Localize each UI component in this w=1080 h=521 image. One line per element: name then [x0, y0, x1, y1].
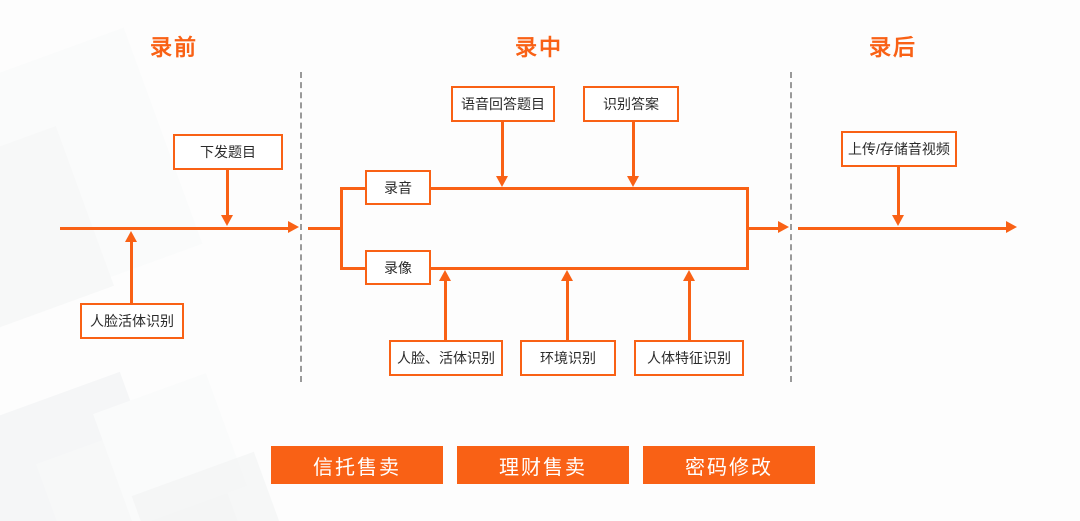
scenario-button-wealth-sales[interactable]: 理财售卖	[457, 446, 629, 484]
stage-title-before: 录前	[150, 35, 199, 60]
stage-divider-right	[790, 72, 792, 382]
branch-entry-line	[308, 227, 343, 230]
arrow-upload-store	[892, 215, 904, 226]
bg-shape-1	[0, 27, 203, 323]
node-recognize-answer[interactable]: 识别答案	[583, 86, 679, 122]
node-issue-questions[interactable]: 下发题目	[173, 134, 283, 170]
connector-face-liveness-during	[444, 278, 447, 340]
node-body-feature-recognition[interactable]: 人体特征识别	[634, 340, 744, 376]
branch-fork-spine	[340, 187, 343, 270]
node-audio-record[interactable]: 录音	[365, 170, 431, 205]
stage-title-after: 录后	[869, 35, 918, 60]
connector-voice-answer	[501, 122, 504, 177]
main-flow-arrow-before	[288, 221, 299, 233]
audio-branch-line	[429, 187, 749, 190]
main-flow-arrow-during	[778, 221, 789, 233]
node-video-record[interactable]: 录像	[365, 250, 431, 285]
node-environment-recognition[interactable]: 环境识别	[520, 340, 616, 376]
connector-face-liveness-before	[130, 240, 133, 303]
stage-divider-left	[300, 72, 302, 382]
stage-title-during: 录中	[515, 35, 564, 60]
connector-issue-questions	[226, 170, 229, 216]
arrow-voice-answer	[496, 176, 508, 187]
arrow-face-liveness-during	[439, 270, 451, 281]
branch-to-video-line	[340, 267, 368, 270]
scenario-button-trust-sales[interactable]: 信托售卖	[271, 446, 443, 484]
arrow-environment-recognition	[561, 270, 573, 281]
branch-exit-line	[746, 227, 782, 230]
connector-environment-recognition	[566, 278, 569, 340]
node-face-liveness-before[interactable]: 人脸活体识别	[80, 303, 184, 339]
arrow-issue-questions	[221, 215, 233, 226]
arrow-body-feature-recognition	[683, 270, 695, 281]
scenario-button-password-change[interactable]: 密码修改	[643, 446, 815, 484]
branch-to-audio-line	[340, 187, 368, 190]
node-upload-store[interactable]: 上传/存储音视频	[841, 131, 957, 167]
bg-shape-3	[0, 371, 189, 521]
bg-shape-5	[93, 373, 247, 521]
connector-body-feature-recognition	[688, 278, 691, 340]
video-branch-line	[429, 267, 749, 270]
bg-shape-4	[36, 406, 254, 521]
node-face-liveness-during[interactable]: 人脸、活体识别	[389, 340, 503, 376]
main-flow-line-before	[60, 227, 292, 230]
main-flow-line-after	[798, 227, 1010, 230]
connector-recognize-answer	[632, 122, 635, 177]
arrow-face-liveness-before	[125, 231, 137, 242]
connector-upload-store	[897, 167, 900, 216]
node-voice-answer[interactable]: 语音回答题目	[451, 86, 555, 122]
main-flow-arrow-after	[1006, 221, 1017, 233]
arrow-recognize-answer	[627, 176, 639, 187]
